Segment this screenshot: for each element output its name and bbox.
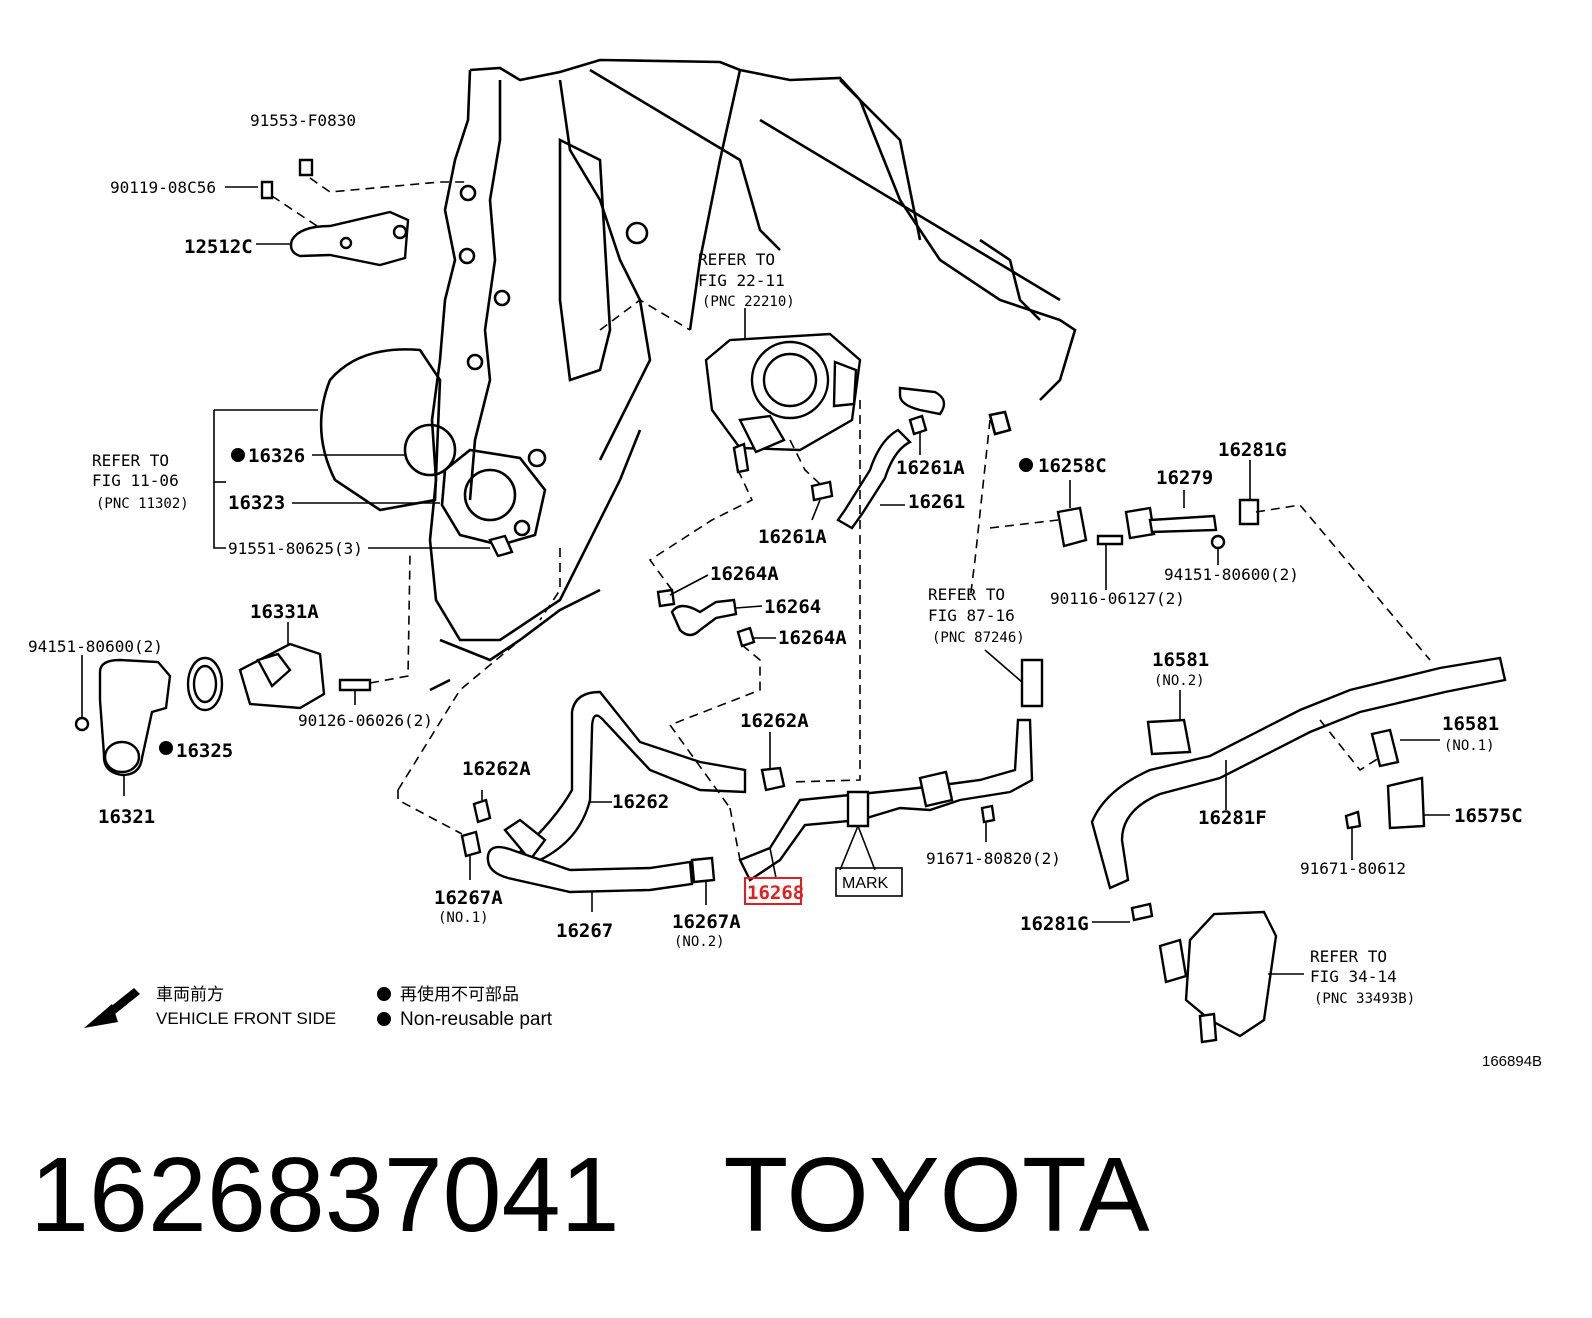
label-90116: 90116-06127(2)	[1050, 589, 1185, 608]
mark-box	[835, 867, 903, 897]
caption-brand: TOYOTA	[723, 1136, 1150, 1254]
highlight-box	[744, 877, 802, 905]
refer-fig87-line2: FIG 87-16	[928, 606, 1015, 625]
label-16262: 16262	[612, 791, 669, 813]
label-16281g-top: 16281G	[1218, 439, 1287, 461]
label-16261a-top: 16261A	[896, 457, 965, 479]
label-16261a-bottom: 16261A	[758, 526, 827, 548]
throttle-body	[648, 308, 862, 591]
label-16581-no1: 16581	[1442, 713, 1499, 735]
refer-fig87-line3: (PNC 87246)	[932, 630, 1025, 646]
part-labels: 91553-F0830 90119-08C56 12512C 16326 163…	[28, 111, 1523, 950]
label-16281g-bottom: 16281G	[1020, 913, 1089, 935]
label-no1-b: (NO.1)	[1444, 738, 1495, 754]
refer-fig11-leaders	[159, 409, 514, 755]
refer-fig22-line2: FIG 22-11	[698, 271, 785, 290]
label-16325: 16325	[176, 740, 233, 762]
label-no1-a: (NO.1)	[438, 910, 489, 926]
label-16279: 16279	[1156, 467, 1213, 489]
label-16575c: 16575C	[1454, 805, 1523, 827]
legend-nonreuse-jp: 再使用不可部品	[400, 984, 519, 1004]
label-91553: 91553-F0830	[250, 111, 356, 130]
label-91671-a: 91671-80820(2)	[926, 849, 1061, 868]
refer-fig22-line3: (PNC 22210)	[702, 294, 795, 310]
bracket-12512c	[225, 158, 466, 267]
parts-diagram: 91553-F0830 90119-08C56 12512C 16326 163…	[28, 58, 1542, 1070]
refer-fig34-line2: FIG 34-14	[1310, 967, 1397, 986]
label-16268: 16268	[747, 882, 804, 904]
label-no2-b: (NO.2)	[1154, 673, 1205, 689]
nonreuse-dot	[231, 448, 245, 462]
legend-front-en: VEHICLE FRONT SIDE	[156, 1009, 336, 1028]
refer-fig34-line3: (PNC 33493B)	[1314, 991, 1415, 1007]
nonreuse-dot-icon	[377, 987, 391, 1001]
nonreuse-dot	[1019, 458, 1033, 472]
refer-fig11-line1: REFER TO	[92, 451, 169, 470]
label-16581-no2: 16581	[1152, 649, 1209, 671]
label-16326: 16326	[248, 445, 305, 467]
water-bypass-group	[989, 460, 1431, 661]
label-91551: 91551-80625(3)	[228, 539, 363, 558]
refer-labels: REFER TO FIG 11-06 (PNC 11302) REFER TO …	[92, 250, 1415, 1007]
legend: 車両前方 VEHICLE FRONT SIDE 再使用不可部品 Non-reus…	[84, 984, 553, 1030]
label-16267: 16267	[556, 920, 613, 942]
nonreuse-dot-icon	[377, 1012, 391, 1026]
legend-nonreuse-en: Non-reusable part	[400, 1009, 553, 1030]
hose-16262	[397, 548, 786, 862]
label-16262a-left: 16262A	[462, 758, 531, 780]
label-12512c: 12512C	[184, 236, 253, 258]
label-16323: 16323	[228, 492, 285, 514]
label-16261: 16261	[908, 491, 965, 513]
caption: 1626837041 TOYOTA	[30, 1130, 1570, 1260]
caption-part-number: 1626837041	[30, 1136, 620, 1254]
label-94151-right: 94151-80600(2)	[1164, 565, 1299, 584]
label-91671-b: 91671-80612	[1300, 859, 1406, 878]
label-16281f: 16281F	[1198, 807, 1267, 829]
thermostat-group	[74, 554, 411, 796]
figure-id: 166894B	[1482, 1053, 1542, 1070]
label-16267a-no2: 16267A	[672, 911, 741, 933]
label-16264a-top: 16264A	[710, 563, 779, 585]
label-16262a-right: 16262A	[740, 710, 809, 732]
label-no2-a: (NO.2)	[674, 934, 725, 950]
oil-cooler	[1092, 902, 1304, 1044]
refer-fig22-line1: REFER TO	[698, 250, 775, 269]
refer-fig34-line1: REFER TO	[1310, 947, 1387, 966]
label-90126: 90126-06026(2)	[298, 711, 433, 730]
mark-label: MARK	[842, 875, 889, 892]
label-16321: 16321	[98, 806, 155, 828]
front-arrow-icon-head	[84, 1004, 118, 1028]
label-16264a-bottom: 16264A	[778, 627, 847, 649]
refer-fig11-line2: FIG 11-06	[92, 471, 179, 490]
refer-fig87-line1: REFER TO	[928, 585, 1005, 604]
hose-16264	[656, 574, 776, 726]
pipe-16268	[669, 658, 1044, 897]
hose-16267	[460, 830, 716, 912]
label-90119: 90119-08C56	[110, 178, 216, 197]
nonreuse-dot	[159, 741, 173, 755]
label-16264: 16264	[764, 596, 821, 618]
legend-front-jp: 車両前方	[156, 985, 224, 1004]
label-16258c: 16258C	[1038, 455, 1107, 477]
hose-16261	[789, 386, 946, 783]
label-16331a: 16331A	[250, 601, 319, 623]
label-94151-left: 94151-80600(2)	[28, 637, 163, 656]
label-16267a-no1: 16267A	[434, 887, 503, 909]
refer-fig11-line3: (PNC 11302)	[96, 496, 189, 512]
hose-16281f	[1090, 656, 1507, 890]
